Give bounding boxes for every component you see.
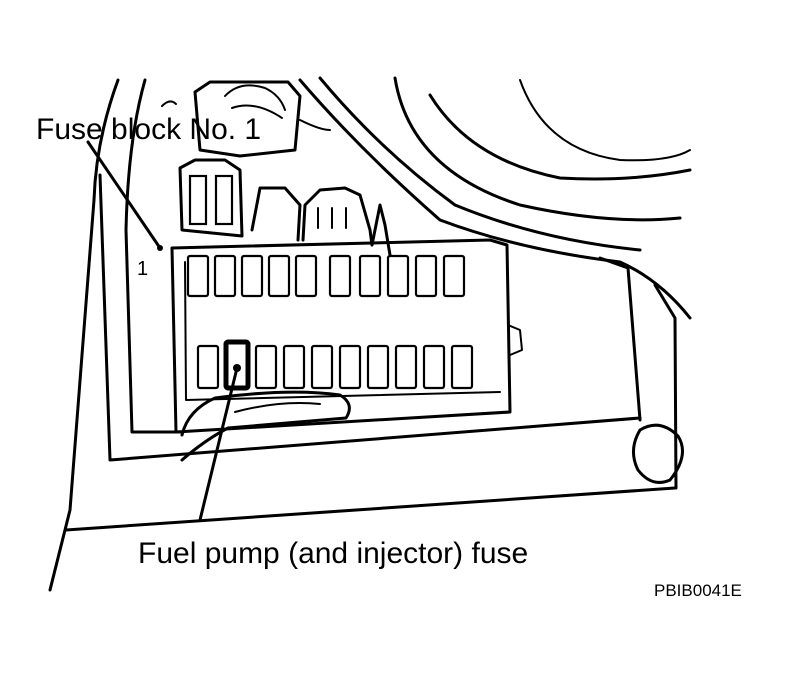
dashboard-outline: [48, 76, 692, 592]
fuel-pump-leader-dot: [233, 364, 241, 372]
bottom-fuse-row: [196, 339, 474, 391]
connector-group: [161, 80, 392, 257]
fuel-pump-fuse-label: Fuel pump (and injector) fuse: [138, 537, 529, 570]
figure-code: PBIB0041E: [654, 581, 742, 600]
fuse-block-body: [170, 238, 523, 462]
fuel-pump-leader: [198, 366, 239, 522]
top-fuse-row: [186, 254, 466, 298]
fuse-block-leader: [86, 140, 162, 250]
leader-lines: [86, 140, 241, 522]
block-number-label: 1: [137, 258, 149, 280]
fuse-block-label: Fuse block No. 1: [36, 113, 262, 146]
fuse-block-leader-dot: [157, 245, 163, 251]
